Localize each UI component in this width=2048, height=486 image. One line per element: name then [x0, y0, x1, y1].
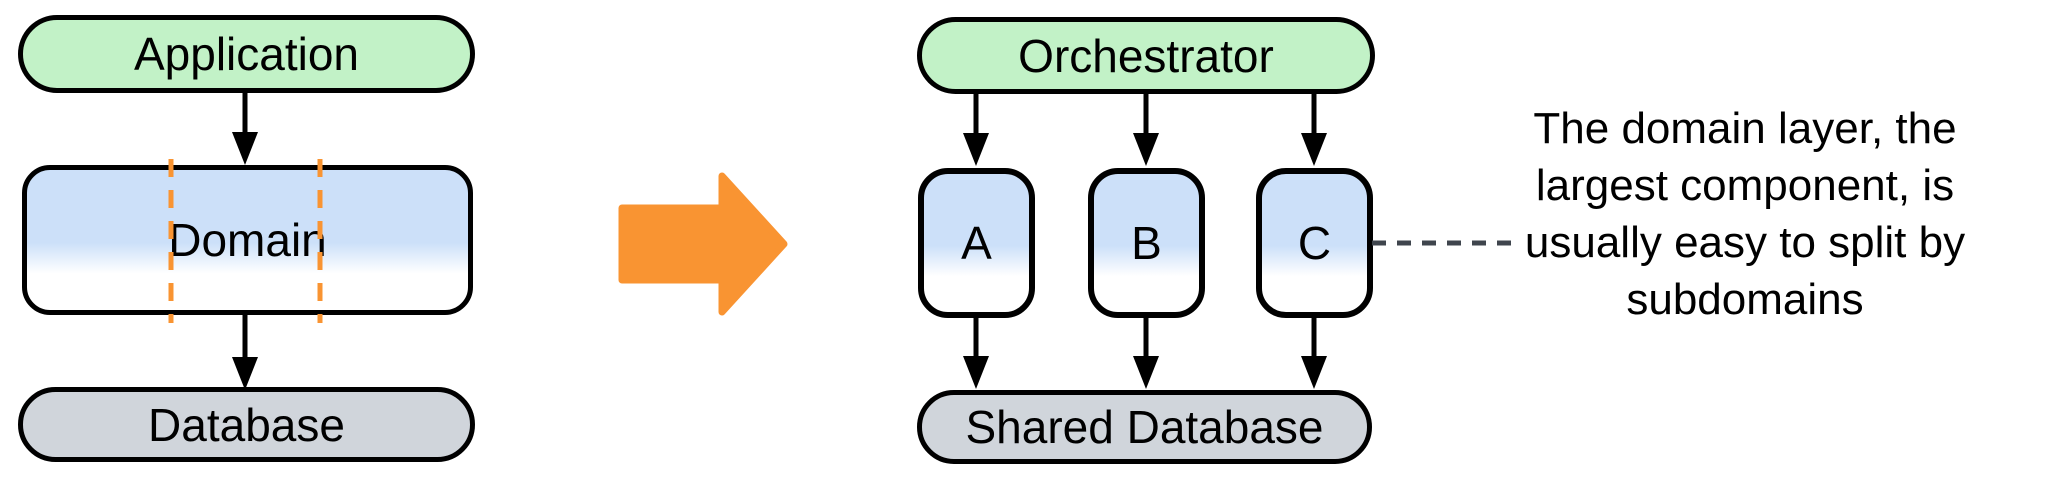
annotation-line: usually easy to split by — [1524, 218, 1966, 267]
node-service-b: B — [1088, 168, 1205, 318]
arrow-orchestrator-to-b — [1133, 94, 1159, 166]
node-service-b-label: B — [1131, 217, 1162, 269]
annotation-line: largest component, is — [1535, 161, 1955, 210]
node-application-label: Application — [133, 28, 360, 80]
node-shared-database-label: Shared Database — [965, 401, 1324, 453]
node-database-label: Database — [148, 398, 345, 451]
arrow-orchestrator-to-c — [1301, 94, 1327, 166]
node-database: Database — [18, 387, 475, 462]
annotation-line: subdomains — [1626, 275, 1864, 324]
arrow-a-to-shared-database — [963, 318, 989, 389]
annotation-connector-dashed-line — [1372, 240, 1520, 246]
node-service-a-label: A — [961, 217, 992, 269]
node-orchestrator: Orchestrator — [917, 17, 1375, 94]
node-application: Application — [18, 15, 475, 93]
domain-split-dashed-line-right — [317, 159, 323, 323]
node-domain-label: Domain — [168, 214, 327, 266]
arrow-orchestrator-to-a — [963, 94, 989, 166]
arrow-c-to-shared-database — [1301, 318, 1327, 389]
arrow-domain-to-database — [232, 315, 258, 390]
transition-right-arrow-icon — [618, 172, 788, 316]
arrow-application-to-domain — [232, 93, 258, 165]
annotation-text: The domain layer, the largest component,… — [1515, 100, 1975, 328]
arrow-b-to-shared-database — [1133, 318, 1159, 389]
annotation-line: The domain layer, the — [1533, 104, 1957, 153]
node-domain: Domain — [22, 165, 473, 315]
node-shared-database: Shared Database — [917, 390, 1372, 464]
node-service-a: A — [918, 168, 1035, 318]
domain-split-dashed-line-left — [168, 159, 174, 323]
node-service-c: C — [1256, 168, 1373, 318]
node-orchestrator-label: Orchestrator — [1018, 29, 1274, 82]
node-service-c-label: C — [1297, 217, 1332, 269]
